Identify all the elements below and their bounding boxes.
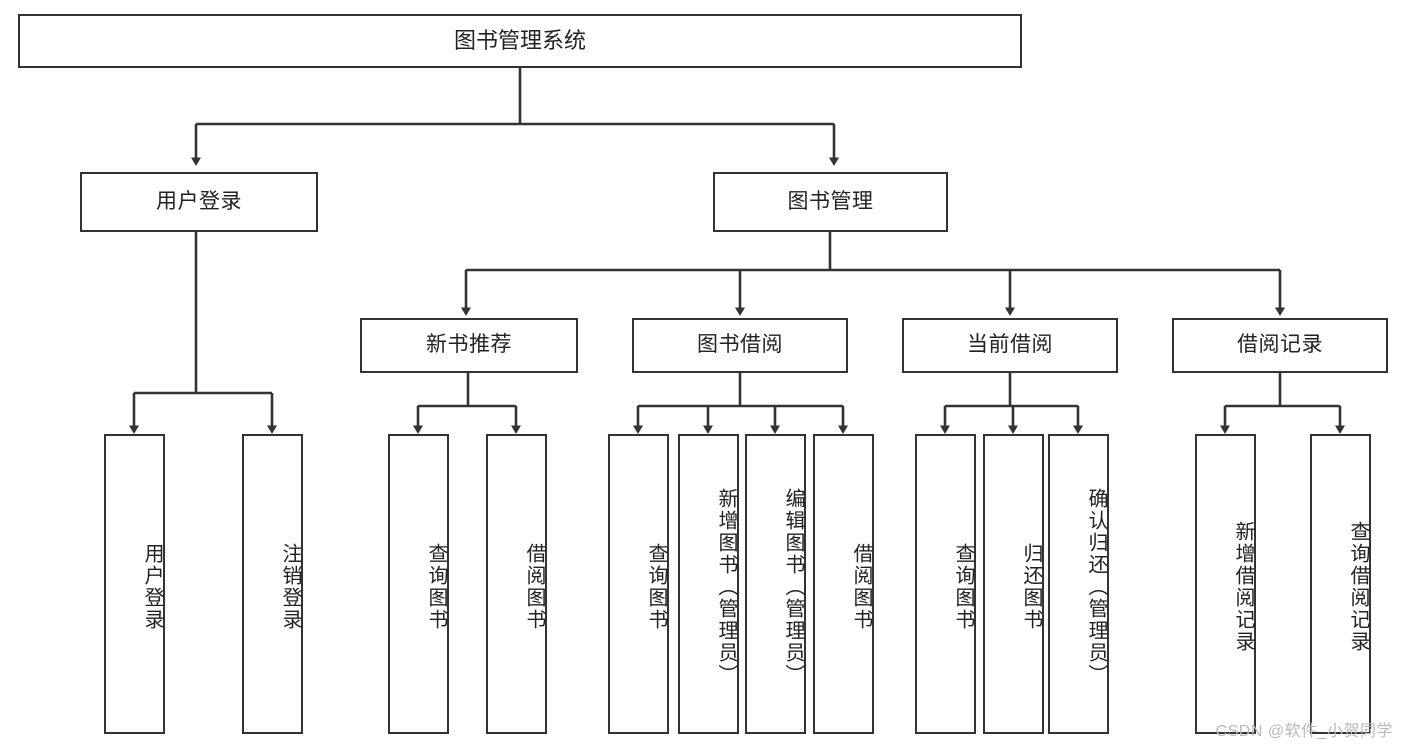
leaf-label: 注销登录 (279, 543, 301, 631)
leaf-label: 归还图书 (1020, 543, 1042, 631)
node-root-system[interactable]: 图书管理系统 (18, 14, 1022, 68)
leaf-label: 查询图书 (645, 543, 667, 631)
leaf-borrow-book-1[interactable]: 借阅图书 (486, 434, 547, 734)
leaf-label: 查询图书 (952, 543, 974, 631)
node-user-login[interactable]: 用户登录 (80, 172, 318, 232)
leaf-label: 查询图书 (425, 543, 447, 631)
leaf-add-book[interactable]: 新增图书（管理员） (678, 434, 739, 734)
leaf-label: 借阅图书 (850, 543, 872, 631)
leaf-query-book-2[interactable]: 查询图书 (608, 434, 669, 734)
leaf-label: 用户登录 (141, 543, 163, 631)
leaf-label: 借阅图书 (523, 543, 545, 631)
leaf-query-book-3[interactable]: 查询图书 (915, 434, 976, 734)
node-new-book-recommend[interactable]: 新书推荐 (360, 318, 578, 373)
leaf-edit-book[interactable]: 编辑图书（管理员） (745, 434, 806, 734)
leaf-add-record[interactable]: 新增借阅记录 (1195, 434, 1256, 734)
leaf-label: 新增图书（管理员） (715, 488, 737, 686)
leaf-return-book[interactable]: 归还图书 (983, 434, 1044, 734)
csdn-watermark: CSDN @软件_小贺同学 (1215, 723, 1393, 740)
node-book-management[interactable]: 图书管理 (713, 172, 948, 232)
leaf-query-record[interactable]: 查询借阅记录 (1310, 434, 1371, 734)
leaf-label: 编辑图书（管理员） (782, 488, 804, 686)
leaf-confirm-return[interactable]: 确认归还（管理员） (1048, 434, 1109, 734)
leaf-logout[interactable]: 注销登录 (242, 434, 303, 734)
node-current-borrow[interactable]: 当前借阅 (902, 318, 1118, 373)
leaf-label: 确认归还（管理员） (1085, 488, 1107, 686)
leaf-query-book-1[interactable]: 查询图书 (388, 434, 449, 734)
leaf-borrow-book-2[interactable]: 借阅图书 (813, 434, 874, 734)
leaf-user-login[interactable]: 用户登录 (104, 434, 165, 734)
node-book-borrow[interactable]: 图书借阅 (632, 318, 848, 373)
leaf-label: 新增借阅记录 (1232, 521, 1254, 653)
leaf-label: 查询借阅记录 (1347, 521, 1369, 653)
node-borrow-record[interactable]: 借阅记录 (1172, 318, 1388, 373)
